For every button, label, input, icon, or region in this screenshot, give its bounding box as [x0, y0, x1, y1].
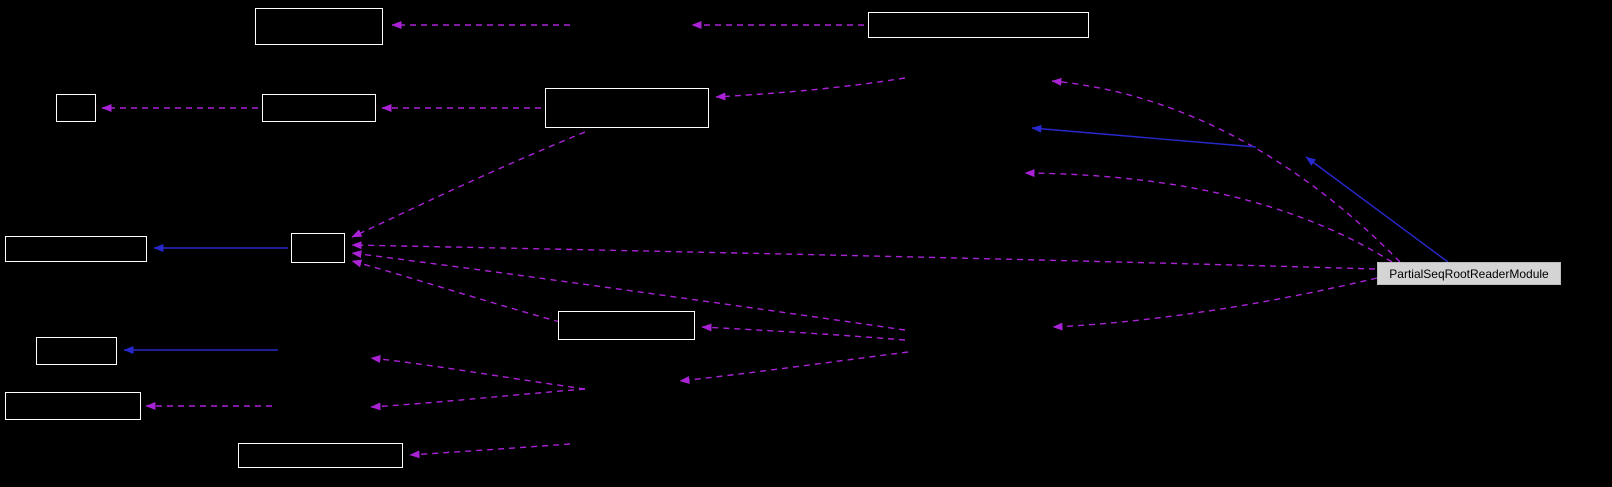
diagram-node-node-04[interactable] [262, 94, 376, 122]
edge-dashed-8 [351, 131, 586, 238]
node-label: PartialSeqRootReaderModule [1389, 266, 1549, 281]
edge-dashed-15 [370, 388, 586, 411]
diagram-node-node-07[interactable] [291, 233, 345, 263]
diagram-node-node-06[interactable] [5, 236, 147, 262]
edge-dashed-6 [1024, 169, 1393, 263]
diagram-node-node-10[interactable] [558, 311, 695, 340]
edge-dashed-5 [1051, 77, 1401, 263]
edge-dashed-14 [370, 355, 586, 390]
diagram-node-node-11[interactable] [238, 443, 403, 468]
diagram-node-node-05[interactable] [545, 88, 709, 128]
diagram-node-node-01[interactable] [255, 8, 383, 45]
edge-dashed-10 [351, 259, 561, 323]
edge-dashed-7 [351, 241, 1376, 270]
edge-dashed-4 [715, 77, 906, 101]
edge-solid-20 [1031, 124, 1257, 148]
diagram-node-partialseqrootreadermodule[interactable]: PartialSeqRootReaderModule [1377, 262, 1561, 285]
diagram-node-node-03[interactable] [56, 94, 96, 122]
diagram-node-node-09[interactable] [5, 392, 141, 420]
edge-dashed-12 [701, 323, 906, 341]
edge-dashed-17 [409, 443, 571, 459]
diagram-node-node-08[interactable] [36, 337, 117, 365]
diagram-node-node-02[interactable] [868, 12, 1089, 38]
edge-dashed-9 [351, 250, 906, 331]
edge-solid-21 [1305, 156, 1449, 263]
edge-dashed-11 [1052, 277, 1378, 331]
edge-dashed-13 [679, 351, 909, 384]
